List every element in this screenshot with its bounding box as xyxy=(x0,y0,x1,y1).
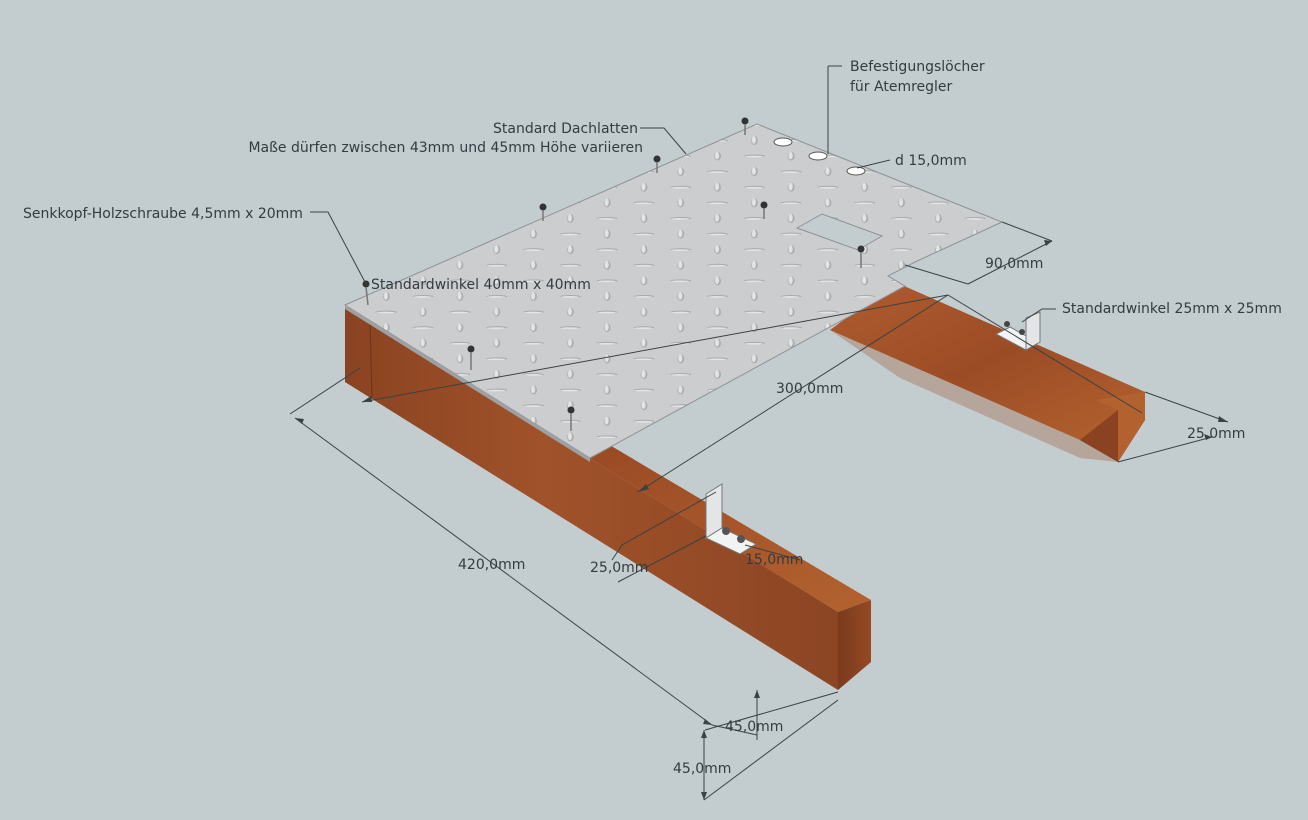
angle-bracket-40-icon xyxy=(704,483,758,555)
screw-icon xyxy=(467,345,475,370)
dim-420: 420,0mm xyxy=(458,557,526,573)
dimension-arrows xyxy=(295,240,1228,800)
label-dachlatten: Standard Dachlatten xyxy=(492,121,638,137)
dim-90: 90,0mm xyxy=(985,256,1044,272)
dim-45-b: 45,0mm xyxy=(673,761,732,777)
plate-cutout xyxy=(795,213,884,251)
screw-icon xyxy=(741,117,749,135)
angle-bracket-25-icon xyxy=(994,311,1041,351)
label-screw: Senkkopf-Holzschraube 4,5mm x 20mm xyxy=(23,206,303,222)
screw-icon xyxy=(539,203,547,221)
dim-25-left: 25,0mm xyxy=(590,560,649,576)
label-befestigungsloecher: Befestigungslöcher xyxy=(850,59,985,75)
label-diameter: d 15,0mm xyxy=(895,153,967,169)
mounting-hole xyxy=(773,137,793,147)
label-winkel-25: Standardwinkel 25mm x 25mm xyxy=(1062,301,1282,317)
label-atemregler: für Atemregler xyxy=(850,79,953,95)
screw-icon xyxy=(567,406,575,431)
screw-icon xyxy=(653,155,661,173)
screw-icon xyxy=(857,245,865,268)
screw-icon xyxy=(760,201,768,219)
mounting-hole xyxy=(808,151,828,161)
dimension-lines xyxy=(289,65,1229,801)
label-dachlatten-note: Maße dürfen zwischen 43mm und 45mm Höhe … xyxy=(248,140,643,156)
mounting-hole xyxy=(846,166,866,176)
dim-300: 300,0mm xyxy=(776,381,844,397)
checker-plate xyxy=(343,123,1004,462)
wood-beam-back xyxy=(830,282,1145,462)
dim-25-right: 25,0mm xyxy=(1187,426,1246,442)
dim-15: 15,0mm xyxy=(745,552,804,568)
screws xyxy=(362,117,865,431)
dim-45-a: 45,0mm xyxy=(725,719,784,735)
label-winkel-40: Standardwinkel 40mm x 40mm xyxy=(371,277,591,293)
